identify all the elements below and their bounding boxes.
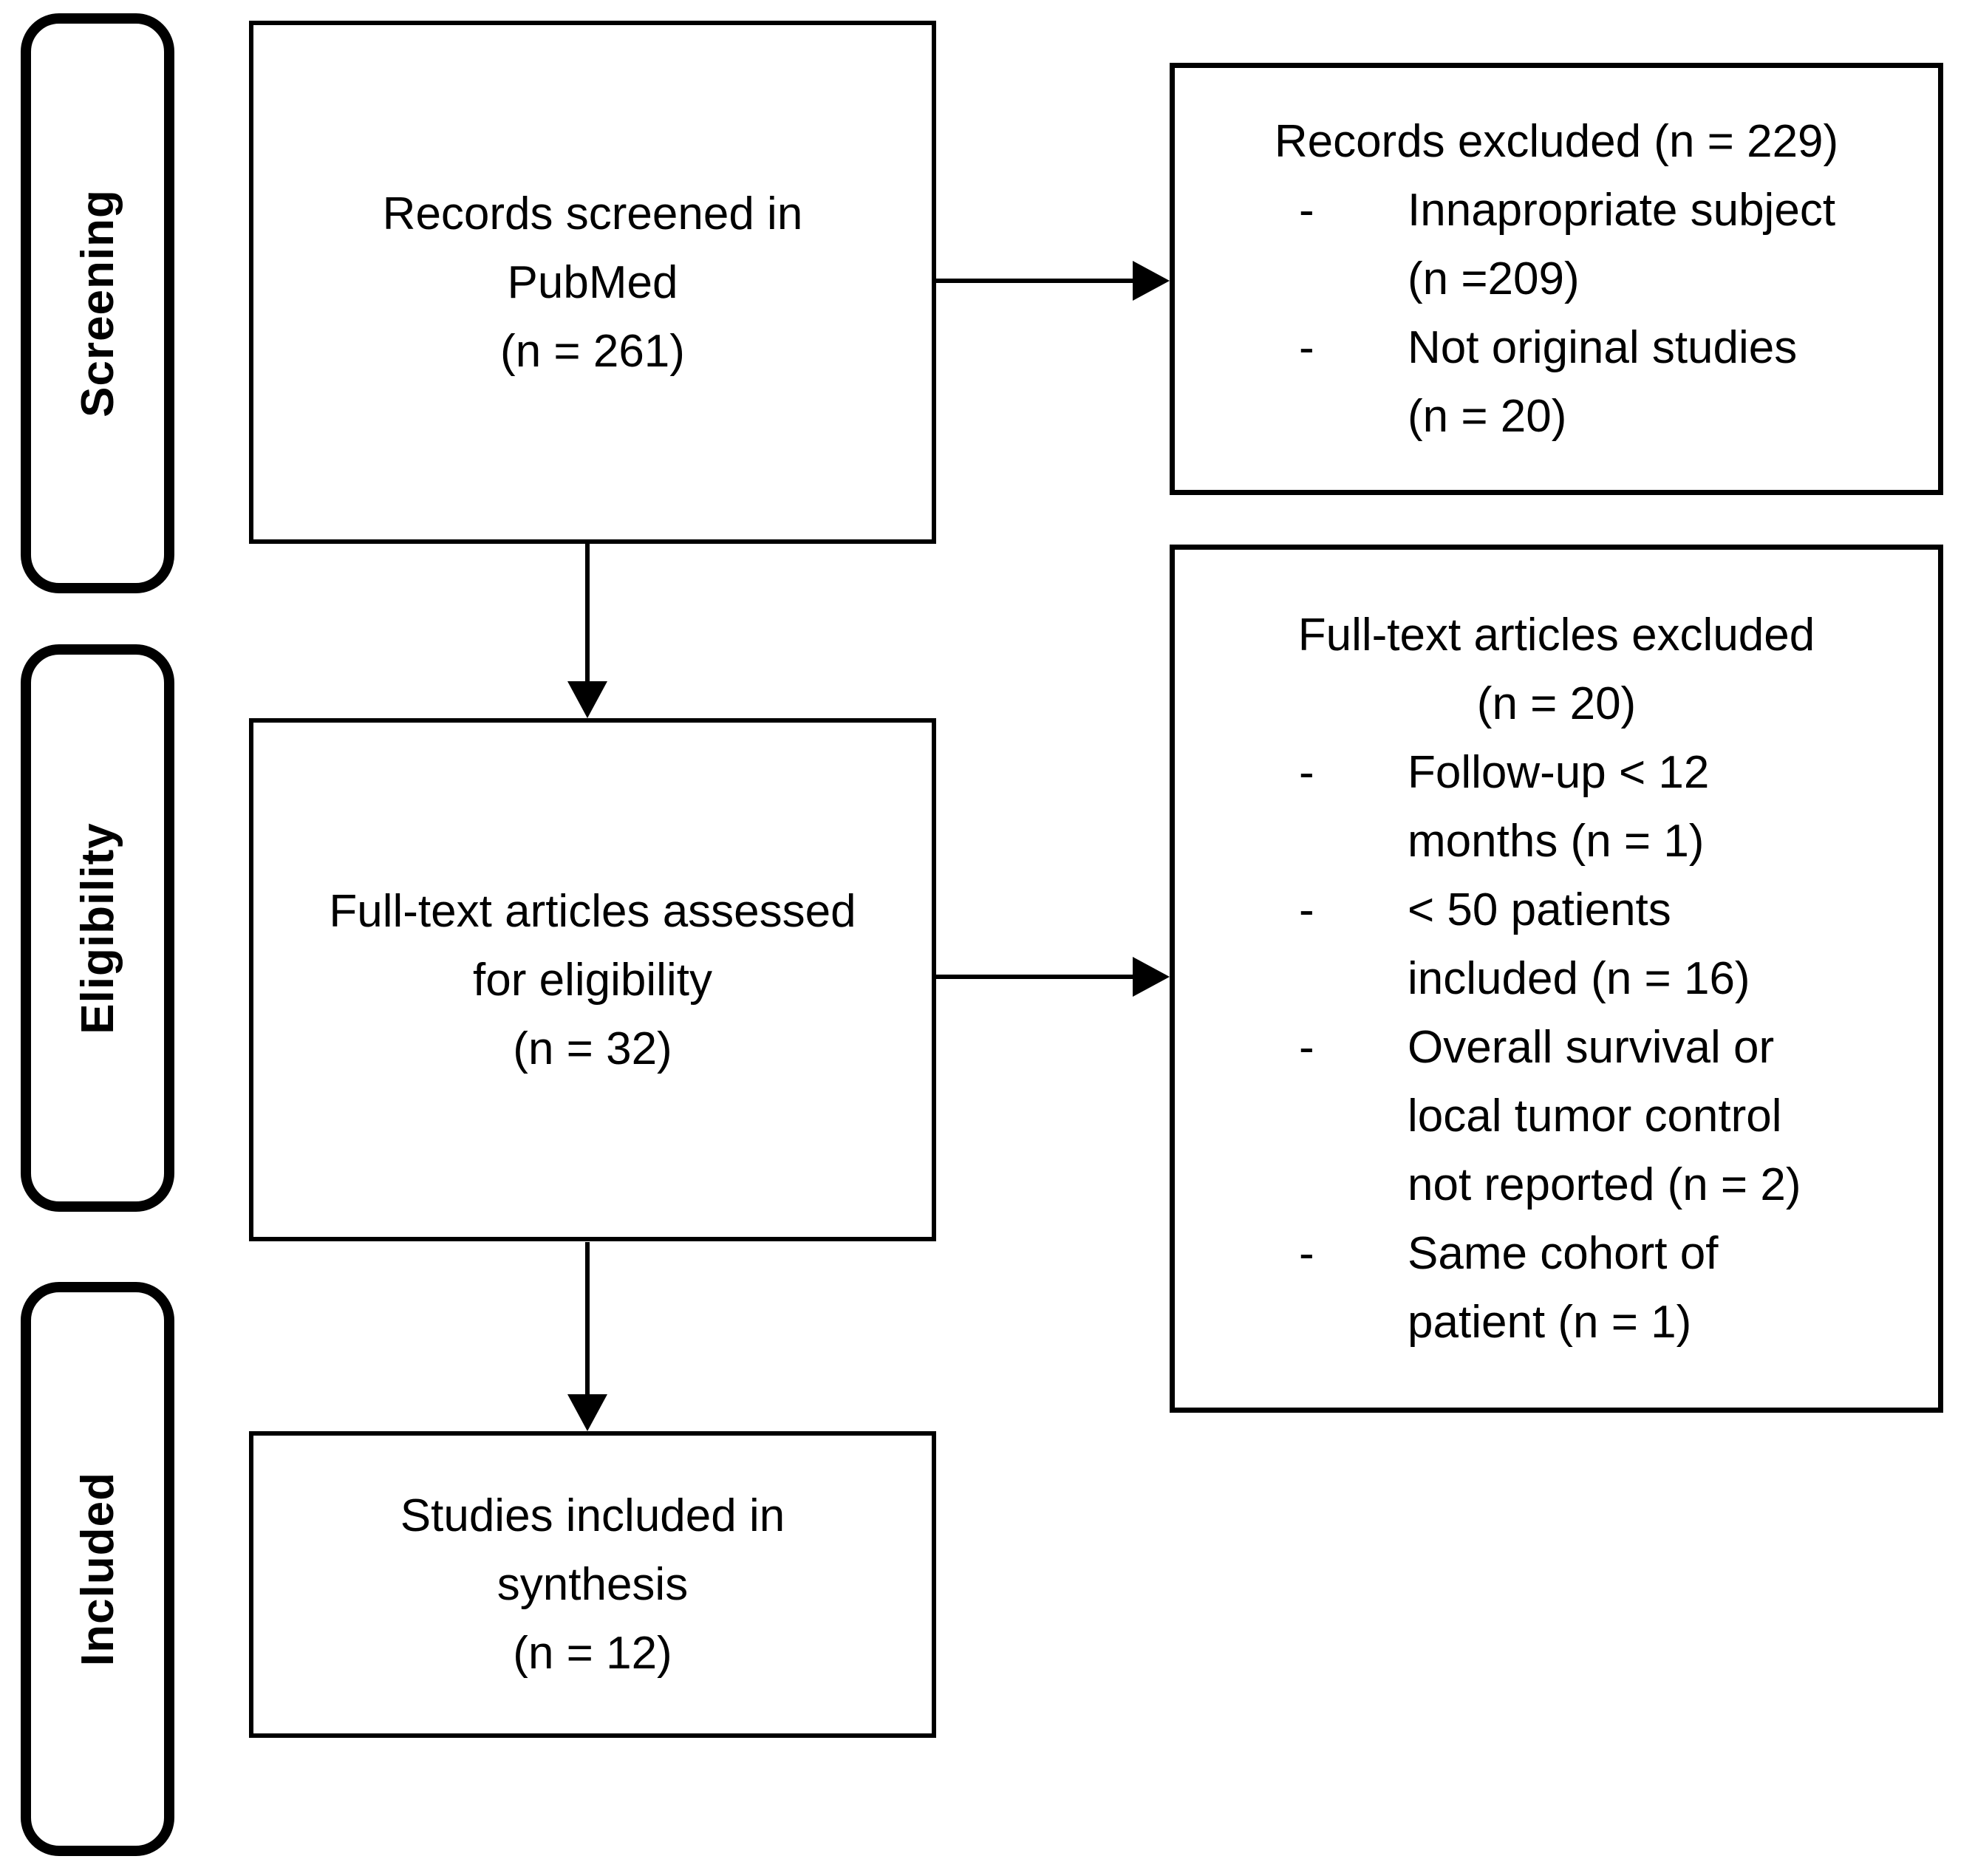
exclusion-item-text: < 50 patients included (n = 16) [1408,876,1938,1013]
box-text-line: Overall survival or [1408,1022,1775,1073]
box-text-line: for eligibility [473,954,712,1006]
stage-label-screening: Screening [72,189,123,417]
exclusion-item: - Not original studies (n = 20) [1175,313,1938,451]
box-text-line: Not original studies [1408,322,1798,373]
box-text-line: PubMed [507,256,678,308]
box-records-screened: Records screened in PubMed (n = 261) [249,21,936,544]
fulltext-excluded-title-line: Full-text articles excluded [1297,610,1815,661]
box-text-line: < 50 patients [1408,884,1671,935]
box-text-line: local tumor control [1408,1091,1782,1142]
exclusion-item-text: Follow-up < 12 months (n = 1) [1408,738,1938,876]
exclusion-item: - Overall survival or local tumor contro… [1175,1013,1938,1219]
bullet-dash: - [1299,322,1314,373]
arrow-right-icon [1133,957,1170,997]
box-text-line: Studies included in [400,1490,785,1541]
box-text-line: Same cohort of [1408,1228,1719,1279]
exclusion-item: - Follow-up < 12 months (n = 1) [1175,738,1938,876]
box-studies-included-text: Studies included in synthesis (n = 12) [400,1481,785,1688]
bullet-dash: - [1299,185,1314,236]
exclusion-item: - Innapropriate subject (n =209) [1175,176,1938,313]
fulltext-excluded-title-line: (n = 20) [1476,678,1637,729]
stage-label-eligibility: Eligibility [72,822,123,1034]
records-excluded-title: Records excluded (n = 229) [1274,116,1839,167]
arrow-screened-to-excluded-line [936,279,1137,283]
exclusion-item-text: Innapropriate subject (n =209) [1408,176,1938,313]
box-text-line: included (n = 16) [1408,953,1750,1004]
box-records-excluded: Records excluded (n = 229) - Innapropria… [1170,63,1943,495]
box-text-line: synthesis [497,1559,689,1610]
box-studies-included: Studies included in synthesis (n = 12) [249,1431,936,1738]
bullet-dash: - [1299,747,1314,798]
box-text-line: (n = 20) [1408,391,1567,442]
stage-label-included: Included [72,1472,123,1666]
exclusion-item: - Same cohort of patient (n = 1) [1175,1219,1938,1357]
stage-box-screening: Screening [21,13,174,593]
arrow-down-icon [567,681,607,718]
bullet-dash: - [1299,884,1314,935]
stage-box-included: Included [21,1282,174,1856]
exclusion-item-text: Same cohort of patient (n = 1) [1408,1219,1938,1357]
box-fulltext-assessed-text: Full-text articles assessed for eligibil… [329,877,856,1083]
box-fulltext-assessed: Full-text articles assessed for eligibil… [249,718,936,1241]
box-records-screened-text: Records screened in PubMed (n = 261) [383,180,803,386]
box-text-line: Follow-up < 12 [1408,747,1710,798]
exclusion-item: - < 50 patients included (n = 16) [1175,876,1938,1013]
box-text-line: not reported (n = 2) [1408,1159,1801,1210]
arrow-screened-to-assessed-line [585,544,590,686]
exclusion-item-text: Not original studies (n = 20) [1408,313,1938,451]
box-text-line: patient (n = 1) [1408,1297,1692,1348]
box-fulltext-excluded: Full-text articles excluded (n = 20) - F… [1170,545,1943,1413]
box-text-line: Full-text articles assessed [329,885,856,937]
arrow-right-icon [1133,261,1170,301]
arrow-down-icon [567,1394,607,1431]
exclusion-item-text: Overall survival or local tumor control … [1408,1013,1938,1219]
stage-box-eligibility: Eligibility [21,644,174,1212]
box-text-line: Innapropriate subject [1408,185,1836,236]
arrow-assessed-to-included-line [585,1242,590,1396]
bullet-dash: - [1299,1022,1314,1073]
arrow-assessed-to-excluded-line [936,975,1137,979]
box-text-line: (n =209) [1408,253,1580,304]
box-text-line: (n = 12) [513,1628,672,1679]
box-text-line: months (n = 1) [1408,816,1705,867]
box-text-line: Records screened in [382,188,803,239]
bullet-dash: - [1299,1228,1314,1279]
box-text-line: (n = 32) [513,1023,672,1074]
box-text-line: (n = 261) [500,325,685,377]
